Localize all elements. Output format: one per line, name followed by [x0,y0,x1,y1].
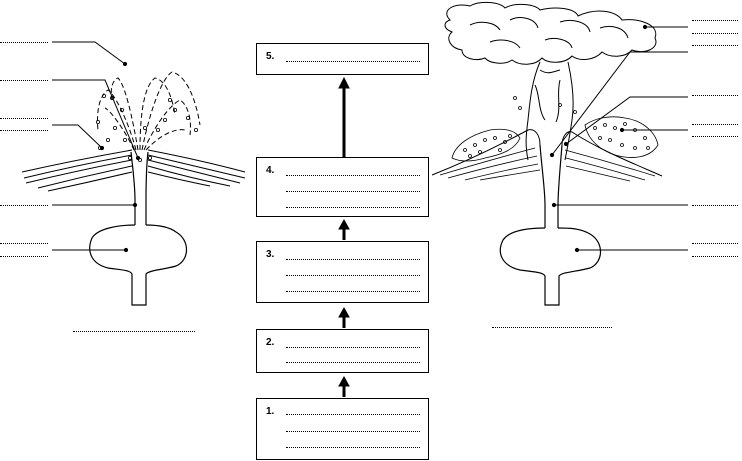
step-box-1[interactable]: 1. [256,398,429,460]
right-volcano-caption-blank [492,327,612,328]
answer-line[interactable] [286,259,420,260]
answer-line[interactable] [286,61,420,62]
left-leader-lines [52,41,141,253]
left-volcano [21,41,246,306]
right-cone-right-flank [561,131,663,177]
right-label-blank-3b [692,136,738,137]
step-box-3[interactable]: 3. [256,241,429,303]
right-ash-cloud [444,1,657,65]
answer-line[interactable] [286,291,420,292]
arrow-2-to-3 [338,306,350,328]
arrow-1-to-2 [338,375,350,397]
step-number: 1. [266,406,275,417]
step-box-4[interactable]: 4. [256,157,429,217]
right-label-blank-5b [692,256,738,257]
left-label-blank-3b [0,130,48,131]
step-number: 4. [266,165,275,176]
left-label-blank-2 [0,80,48,81]
right-label-blank-5a [692,243,738,244]
left-label-blank-5a [0,243,48,244]
right-label-blank-2 [692,95,738,96]
right-conduit [539,144,563,228]
right-label-blank-1c [692,45,738,46]
right-strata-lines [439,147,656,182]
flow-arrows [338,76,350,397]
left-lava-droplets [96,94,198,162]
left-label-blank-5b [0,256,48,257]
step-box-5[interactable]: 5. [256,43,429,75]
step-number: 5. [266,51,275,62]
answer-line[interactable] [286,275,420,276]
right-eruption-column [525,61,574,161]
left-lava-fountains [97,71,201,151]
answer-line[interactable] [286,431,420,432]
right-volcano [431,1,688,306]
left-conduit [130,151,149,225]
right-label-blank-1a [692,20,738,21]
answer-line[interactable] [286,347,420,348]
right-label-blank-4 [692,205,738,206]
right-label-blank-3a [692,124,738,125]
left-label-blank-3a [0,118,48,119]
step-number: 3. [266,249,275,260]
right-magma-chamber [499,227,602,306]
step-box-2[interactable]: 2. [256,329,429,373]
answer-line[interactable] [286,447,420,448]
arrow-3-to-4 [338,218,350,240]
left-strata-lines [21,149,246,192]
answer-line[interactable] [286,207,420,208]
left-label-blank-1 [0,42,48,43]
arrow-4-to-5 [338,76,350,157]
right-cone-left-flank [431,129,541,176]
answer-line[interactable] [286,191,420,192]
answer-line[interactable] [286,175,420,176]
right-leader-lines [549,24,688,253]
left-volcano-caption-blank [73,331,195,332]
answer-line[interactable] [286,414,420,415]
answer-line[interactable] [286,362,420,363]
step-number: 2. [266,337,275,348]
left-magma-chamber [89,224,188,306]
left-label-blank-4 [0,205,48,206]
right-label-blank-1b [692,33,738,34]
